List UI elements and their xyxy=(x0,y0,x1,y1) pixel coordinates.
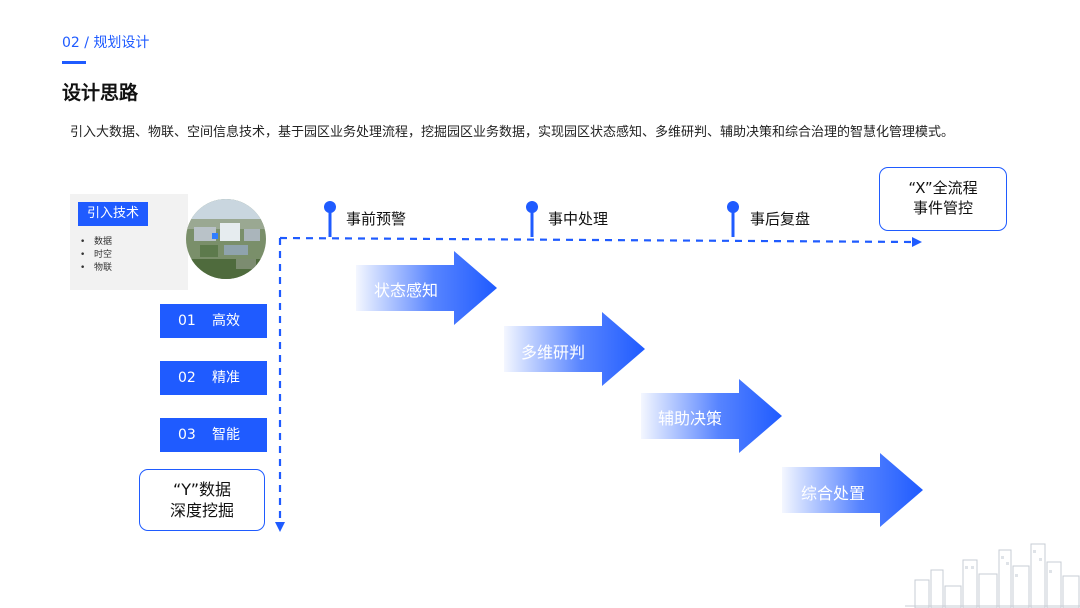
feature-smart: 03 智能 xyxy=(160,418,267,452)
pin-icon xyxy=(324,201,336,237)
tech-item: 物联 xyxy=(80,262,112,275)
breadcrumb: 02 / 规划设计 xyxy=(62,35,150,51)
feature-num: 02 xyxy=(178,370,196,386)
step-arrow xyxy=(641,379,782,453)
y-axis-box: “Y”数据 深度挖掘 xyxy=(139,469,265,531)
tech-tag: 引入技术 xyxy=(78,202,148,226)
tech-item: 时空 xyxy=(80,249,112,262)
step-label: 综合处置 xyxy=(801,484,866,503)
phase-pre: 事前预警 xyxy=(346,210,407,228)
tech-item: 数据 xyxy=(80,236,112,249)
step-arrow xyxy=(782,453,923,527)
breadcrumb-underline xyxy=(62,61,86,64)
phase-during: 事中处理 xyxy=(548,210,609,228)
feature-num: 03 xyxy=(178,427,196,443)
x-axis-line2: 事件管控 xyxy=(912,199,973,217)
pin-icon xyxy=(727,201,739,237)
feature-precise: 02 精准 xyxy=(160,361,267,395)
park-aerial-photo xyxy=(186,199,266,279)
step-label: 多维研判 xyxy=(521,343,586,362)
feature-label: 精准 xyxy=(212,370,240,386)
page-title: 设计思路 xyxy=(62,82,139,104)
step-arrow xyxy=(356,251,497,325)
y-axis-line2: 深度挖掘 xyxy=(169,501,234,520)
step-label: 状态感知 xyxy=(374,281,439,300)
y-axis-arrow xyxy=(275,238,285,532)
city-skyline-decoration xyxy=(905,543,1080,608)
x-axis-arrow xyxy=(279,236,922,247)
step-label: 辅助决策 xyxy=(658,409,723,428)
pin-icon xyxy=(526,201,538,237)
feature-label: 智能 xyxy=(212,427,240,443)
step-arrow xyxy=(504,312,645,386)
feature-label: 高效 xyxy=(212,313,240,329)
intro-text: 引入大数据、物联、空间信息技术，基于园区业务处理流程，挖掘园区业务数据，实现园区… xyxy=(70,125,955,140)
feature-num: 01 xyxy=(178,313,196,329)
x-axis-box: “X”全流程 事件管控 xyxy=(879,167,1007,231)
feature-efficient: 01 高效 xyxy=(160,304,267,338)
phase-post: 事后复盘 xyxy=(750,210,811,228)
y-axis-line1: “Y”数据 xyxy=(172,480,232,499)
x-axis-line1: “X”全流程 xyxy=(908,179,978,197)
tech-list: 数据 时空 物联 xyxy=(80,236,112,275)
